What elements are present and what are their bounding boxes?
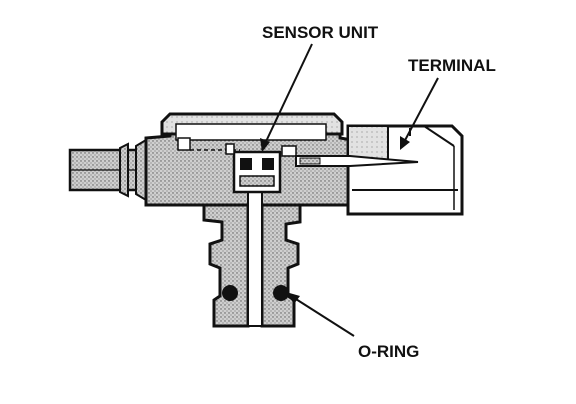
o-ring-left — [222, 285, 238, 301]
leader-terminal — [400, 77, 439, 150]
label-terminal: TERMINAL — [408, 56, 496, 75]
o-ring-right — [273, 285, 289, 301]
leader-sensor-unit — [260, 43, 313, 152]
label-o-ring: O-RING — [358, 342, 419, 361]
top-cover — [160, 112, 344, 151]
sensor-unit-element — [177, 137, 297, 194]
inlet-tube — [68, 138, 154, 202]
label-sensor-unit: SENSOR UNIT — [262, 23, 379, 42]
leader-o-ring — [286, 292, 355, 337]
terminal-pin — [295, 155, 419, 167]
connector-housing — [346, 124, 464, 216]
